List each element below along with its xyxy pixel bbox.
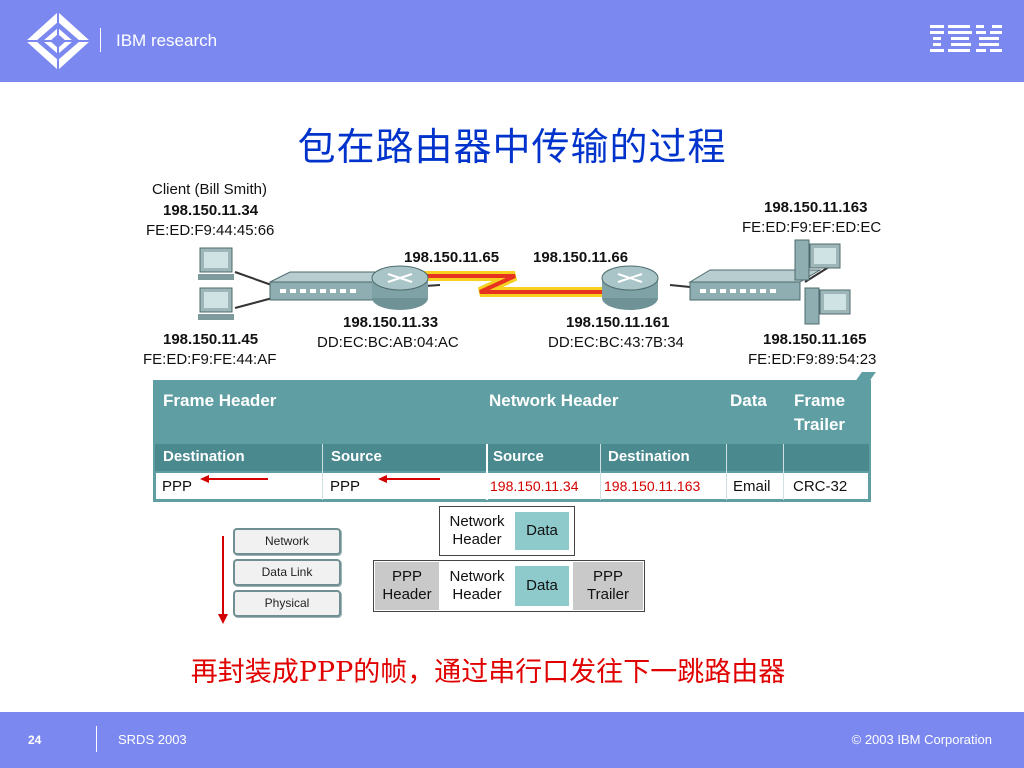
value-network-source: 198.150.11.34 <box>490 478 579 494</box>
ibm-logo-icon <box>930 25 1002 52</box>
ppp-header-line2: Header <box>382 586 432 603</box>
server1-ip-label: 198.150.11.163 <box>764 199 868 216</box>
router1-lan-ip-label: 198.150.11.33 <box>343 314 439 331</box>
host2-mac-label: FE:ED:F9:FE:44:AF <box>143 351 277 368</box>
subheader-frame-source: Source <box>331 448 382 465</box>
frame-network-header-line1: Network <box>449 568 505 585</box>
value-frame-source: PPP <box>330 478 361 495</box>
conference-label: SRDS 2003 <box>118 732 187 747</box>
client-ip-label: 198.150.11.34 <box>163 202 259 219</box>
serial-link <box>420 271 615 297</box>
col-divider <box>486 444 488 500</box>
switch-right-icon <box>688 269 822 301</box>
ppp-header-line1: PPP <box>391 568 422 585</box>
slide-title: 包在路由器中传输的过程 <box>297 125 727 169</box>
layer-network: Network <box>233 528 341 555</box>
packet-network-header-line2: Header <box>452 531 502 548</box>
host2-ip-label: 198.150.11.45 <box>163 331 259 348</box>
client-name-label: Client (Bill Smith) <box>152 181 268 198</box>
arrow-left-icon <box>200 475 268 483</box>
subheader-network-destination: Destination <box>608 448 690 465</box>
frame-trailer-label-1: Frame <box>794 391 846 410</box>
frame-table-tab <box>852 372 876 386</box>
footer-divider <box>96 726 97 752</box>
layer-physical: Physical <box>233 590 341 617</box>
ppp-trailer-line2: Trailer <box>587 586 629 603</box>
layer-data-link: Data Link <box>233 559 341 586</box>
subheader-network-source: Source <box>493 448 544 465</box>
header-bar: IBM research <box>0 0 1024 82</box>
value-frame-destination: PPP <box>162 478 193 495</box>
ppp-trailer-line1: PPP <box>592 568 623 585</box>
arrow-left-icon <box>378 475 440 483</box>
slide-caption: 再封装成PPP的帧，通过串行口发往下一跳路由器 <box>190 657 786 688</box>
router1-lan-mac-label: DD:EC:BC:AB:04:AC <box>317 334 459 351</box>
frame-subheader-row <box>155 444 869 471</box>
network-header-label: Network Header <box>489 391 619 410</box>
value-network-destination: 198.150.11.163 <box>604 478 701 494</box>
server1-mac-label: FE:ED:F9:EF:ED:EC <box>742 219 882 236</box>
header-divider <box>100 28 101 52</box>
router-left-icon <box>371 265 429 310</box>
arrow-down-icon <box>218 536 228 624</box>
packet-network-header-line1: Network <box>449 513 505 530</box>
ibm-research-logo-icon <box>26 12 90 70</box>
col-divider <box>322 444 323 500</box>
page-number: 24 <box>28 733 42 747</box>
host2-pc-icon <box>198 287 234 320</box>
client-mac-label: FE:ED:F9:44:45:66 <box>146 222 275 239</box>
value-trailer: CRC-32 <box>793 478 848 495</box>
value-data: Email <box>733 478 771 495</box>
router2-lan-ip-label: 198.150.11.161 <box>566 314 670 331</box>
server2-mac-label: FE:ED:F9:89:54:23 <box>748 351 877 368</box>
switch-left-icon <box>269 271 406 301</box>
data-label: Data <box>730 391 767 410</box>
client-pc-icon <box>198 247 234 280</box>
router2-lan-mac-label: DD:EC:BC:43:7B:34 <box>548 334 684 351</box>
network-topology <box>198 239 851 325</box>
server2-ip-label: 198.150.11.165 <box>763 331 867 348</box>
server2-pc-icon <box>804 287 851 325</box>
frame-data: Data <box>515 566 569 606</box>
subheader-frame-destination: Destination <box>163 448 245 465</box>
brand-label: IBM research <box>116 31 218 50</box>
frame-header-label: Frame Header <box>163 391 277 410</box>
server1-pc-icon <box>794 239 841 281</box>
footer-bar: 24 SRDS 2003 © 2003 IBM Corporation <box>0 712 1024 768</box>
col-divider <box>783 444 784 500</box>
frame-trailer-label-2: Trailer <box>794 415 846 434</box>
col-divider <box>726 444 727 500</box>
frame-data-row <box>155 472 869 500</box>
frame-network-header-line2: Header <box>452 586 502 603</box>
copyright-label: © 2003 IBM Corporation <box>851 732 992 747</box>
packet-data: Data <box>515 512 569 550</box>
router-right-icon <box>601 265 659 310</box>
router1-serial-ip-label: 198.150.11.65 <box>404 249 500 266</box>
router2-serial-ip-label: 198.150.11.66 <box>533 249 629 266</box>
col-divider <box>600 444 601 500</box>
